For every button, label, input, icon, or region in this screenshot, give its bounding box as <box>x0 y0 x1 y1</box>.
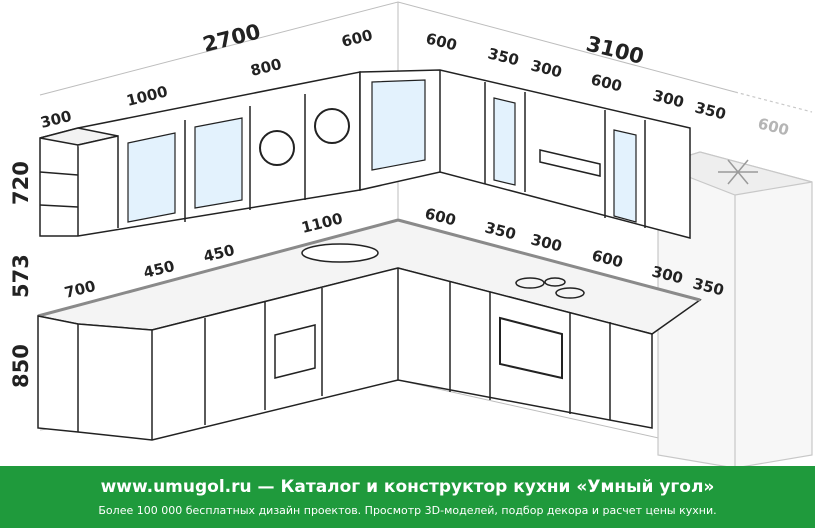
range-hood <box>539 149 601 177</box>
glass-panels-left <box>127 117 243 223</box>
footer-title: www.umugol.ru — Каталог и конструктор ку… <box>0 476 815 498</box>
dim-wall-right: 3100 <box>584 32 647 69</box>
dim-height-lower: 850 <box>9 344 33 388</box>
dim-upper-left-4: 600 <box>340 26 375 51</box>
dim-lower-left-1: 700 <box>63 277 98 302</box>
dim-wall-left: 2700 <box>200 19 263 56</box>
dim-upper-left-3: 800 <box>249 55 284 80</box>
dim-lower-right-1: 600 <box>423 204 458 229</box>
footer-site-link[interactable]: www.umugol.ru <box>100 477 252 497</box>
dim-upper-right-5: 300 <box>651 86 686 111</box>
dim-height-gap: 573 <box>9 254 33 298</box>
dim-lower-left-2: 450 <box>142 257 177 282</box>
dim-lower-right-2: 350 <box>483 218 518 243</box>
footer-banner: www.umugol.ru — Каталог и конструктор ку… <box>0 466 815 528</box>
dim-fridge: 600 <box>756 114 791 139</box>
footer-subtitle: Более 100 000 бесплатных дизайн проектов… <box>98 504 717 517</box>
footer-dash: — <box>257 477 275 497</box>
kitchen-diagram: 2700 3100 300 1000 800 600 600 350 300 6… <box>9 1 813 466</box>
snowflake-icon <box>718 159 758 185</box>
upper-cabinets-right <box>359 69 691 239</box>
dim-upper-right-6: 350 <box>693 98 728 123</box>
cutlery-icon <box>259 108 350 166</box>
dim-lower-right-4: 600 <box>590 246 625 271</box>
footer-catalog-title: Каталог и конструктор кухни «Умный угол» <box>280 477 715 497</box>
dim-lower-right-3: 300 <box>529 230 564 255</box>
dim-upper-right-2: 350 <box>486 44 521 69</box>
oven-icon <box>499 316 563 380</box>
dim-upper-right-3: 300 <box>529 56 564 81</box>
lower-cabinets <box>37 267 653 441</box>
dim-lower-left-4: 1100 <box>300 209 345 237</box>
dim-height-upper: 720 <box>9 161 33 205</box>
dim-upper-right-4: 600 <box>589 70 624 95</box>
dishwasher-icon <box>274 324 316 379</box>
dim-upper-right-1: 600 <box>424 29 459 54</box>
dim-upper-left-1: 300 <box>39 107 74 132</box>
fridge-ghost <box>656 91 813 466</box>
dim-lower-left-3: 450 <box>202 241 237 266</box>
glass-panels-right <box>371 79 637 223</box>
dim-upper-left-2: 1000 <box>125 82 170 110</box>
cooktop-icon <box>515 277 585 299</box>
sink-icon <box>301 243 379 263</box>
